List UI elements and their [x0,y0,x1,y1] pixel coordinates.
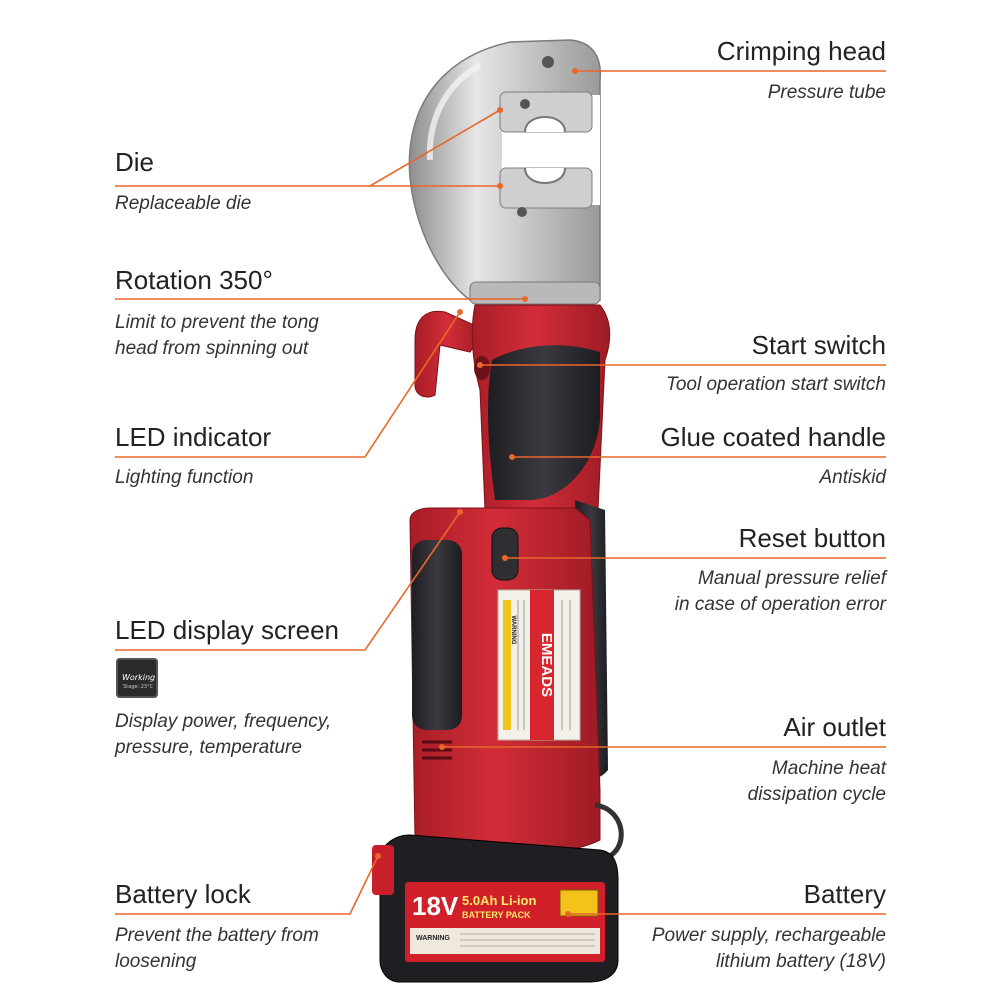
start-switch-subtitle: Tool operation start switch [665,374,886,395]
led-indicator-title: LED indicator [115,422,272,452]
crimping-head-title: Crimping head [716,36,886,66]
leader-lines [115,70,886,915]
start-switch-title: Start switch [751,330,886,360]
led-indicator-subtitle: Lighting function [115,467,254,488]
leader-led-display [115,511,461,651]
battery-subtitle-line2: lithium battery (18V) [715,951,886,973]
head-pin [542,56,554,68]
die-upper [499,91,593,133]
handle-grip [488,345,600,500]
head-collar [469,281,601,305]
rotation-subtitle-line1: Limit to prevent the tong [115,312,319,333]
air-outlet-subtitle-line2: dissipation cycle [747,784,886,806]
glue-handle-subtitle: Antiskid [819,467,886,488]
lcd-thumbnail: Working Stage: 23°C [116,658,158,698]
battery-capacity-text: 5.0Ah Li-ion [462,893,536,908]
battery-warning-strip [410,928,600,954]
leader-dots [375,68,578,917]
battery-title: Battery [803,879,886,909]
die-title: Die [115,147,155,177]
battery-lock-title: Battery lock [115,879,251,909]
label-yellow-stripe [503,600,511,730]
start-switch-shape [474,356,490,380]
glue-handle-title: Glue coated handle [660,422,886,452]
head-inner-shadow [426,62,482,161]
label-red-band [530,590,554,740]
rotation-title: Rotation 350° [115,265,273,295]
led-display-subtitle-line1: Display power, frequency, [115,711,332,732]
reset-button-title: Reset button [738,523,886,553]
die-subtitle: Replaceable die [115,193,252,214]
led-display-title: LED display screen [115,615,339,645]
battery-lock-subtitle-line2: loosening [115,951,197,973]
reset-button-subtitle-line1: Manual pressure relief [698,568,886,589]
led-display-subtitle: Display power, frequency, pressure, temp… [115,709,331,761]
hook-guard [414,310,486,398]
side-grip-pad [412,540,462,730]
label-warning-text: WARNING [510,616,516,645]
leader-battery-lock [115,855,379,915]
air-outlet-subtitle: Machine heat dissipation cycle [748,756,886,808]
crimping-head-subtitle: Pressure tube [767,82,886,103]
leader-led-indicator [115,311,461,458]
battery-pack-text: BATTERY PACK [462,910,531,920]
battery-lock-subtitle: Prevent the battery from loosening [115,923,319,975]
battery-lock-subtitle-line1: Prevent the battery from [115,925,319,946]
battery-subtitle: Power supply, rechargeable lithium batte… [652,923,886,975]
battery-warning-text: WARNING [416,935,450,942]
reset-button-subtitle: Manual pressure relief in case of operat… [675,566,886,618]
air-outlet-subtitle-line1: Machine heat [771,758,886,779]
die-lower [499,167,593,217]
air-vents [422,740,452,760]
rotation-subtitle-line2: head from spinning out [115,338,309,360]
lcd-title: Working [122,673,156,682]
rotation-subtitle: Limit to prevent the tong head from spin… [115,310,319,362]
air-outlet-title: Air outlet [783,712,886,742]
lcd-subtitle: Stage: 23°C [123,684,154,690]
label-lines [517,600,571,730]
battery-lock-latch [372,845,394,895]
battery-warning-lines [460,933,595,947]
brand-text: EMEADS [538,633,555,697]
led-display-subtitle-line2: pressure, temperature [115,737,302,759]
reset-button-subtitle-line2: in case of operation error [674,594,886,616]
reset-button-shape [491,527,519,581]
battery-subtitle-line1: Power supply, rechargeable [651,925,886,946]
battery-voltage-text: 18V [412,891,459,921]
